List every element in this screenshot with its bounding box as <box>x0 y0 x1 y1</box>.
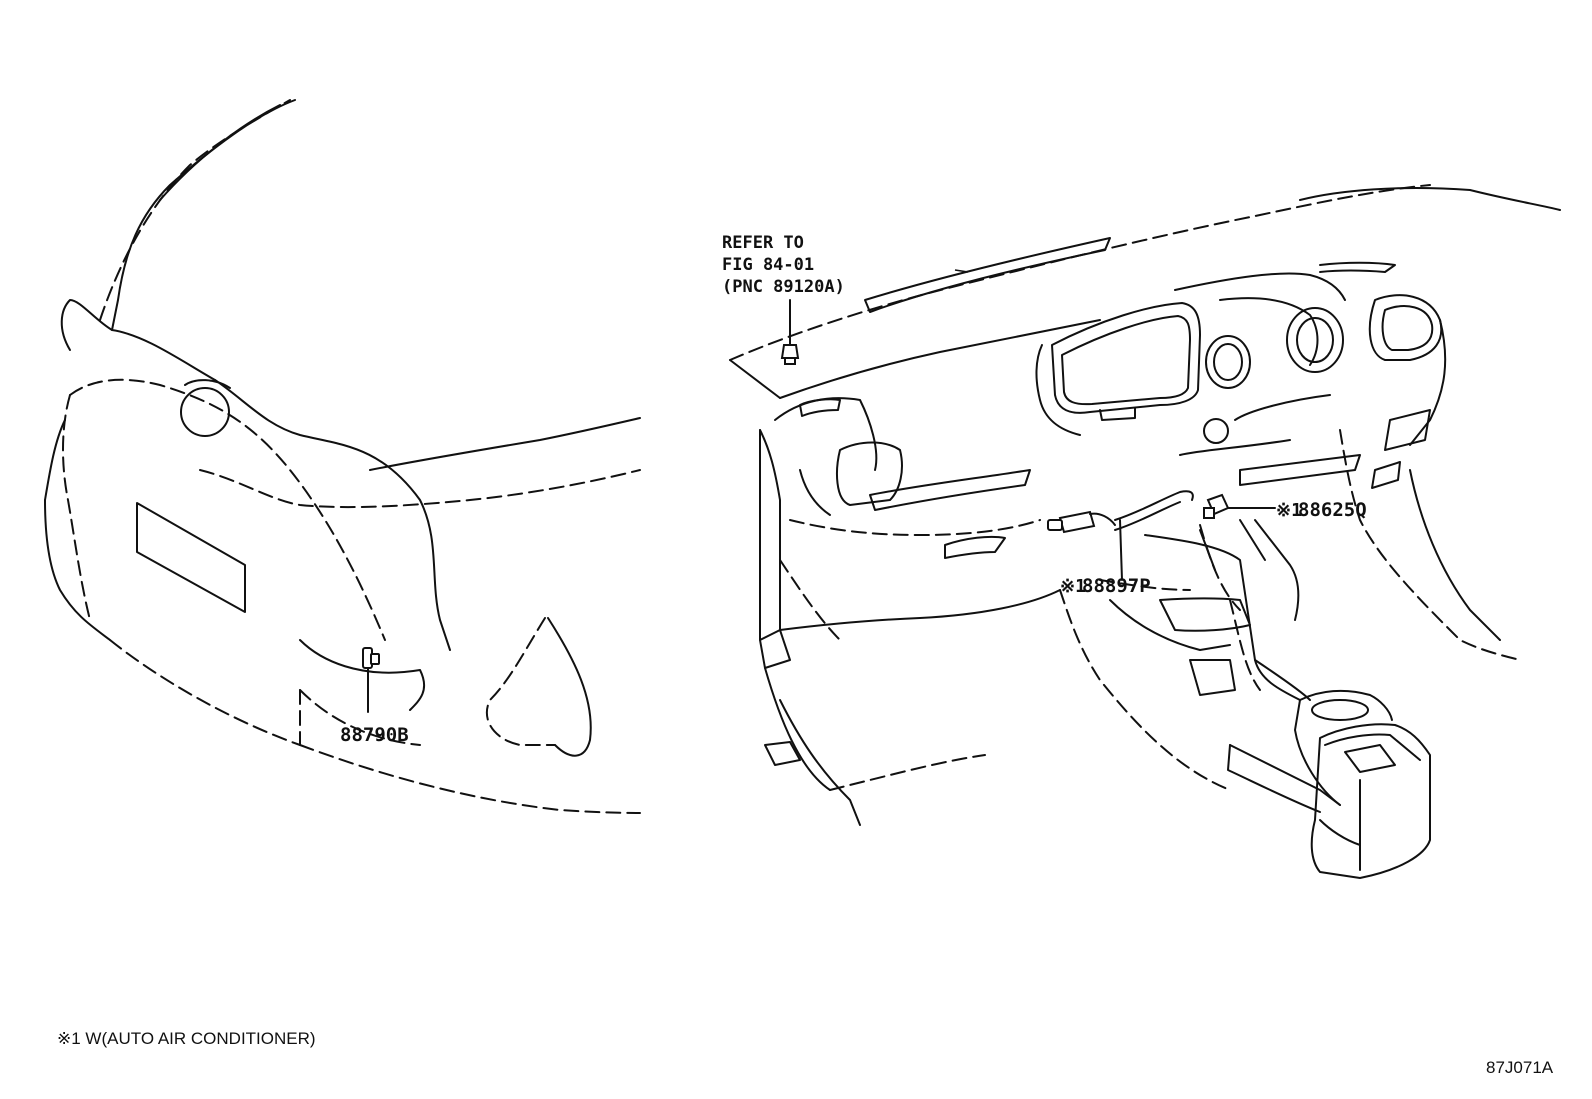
callout-88625q[interactable]: 88625Q <box>1298 499 1367 521</box>
sensor-part-88897p <box>1047 490 1194 581</box>
callout-88790b[interactable]: 88790B <box>340 724 409 746</box>
callout-mark-88897p: ※1 <box>1060 576 1086 597</box>
figure-id: 87J071A <box>1486 1058 1554 1077</box>
sensor-part-88790b <box>362 647 380 713</box>
refer-note-line2: FIG 84-01 <box>722 255 814 275</box>
sensor-part-88625q <box>1203 493 1276 519</box>
callout-88897p[interactable]: 88897P <box>1082 575 1151 597</box>
instrument-panel-drawing <box>729 184 1561 879</box>
callout-mark-88625q: ※1 <box>1276 500 1302 521</box>
refer-note-line1: REFER TO <box>722 233 804 253</box>
refer-note-line3[interactable]: (PNC 89120A) <box>722 277 845 297</box>
clip-part-89120a <box>780 299 800 365</box>
footnote: ※1 W(AUTO AIR CONDITIONER) <box>57 1029 316 1048</box>
rear-vehicle-drawing <box>44 99 641 814</box>
